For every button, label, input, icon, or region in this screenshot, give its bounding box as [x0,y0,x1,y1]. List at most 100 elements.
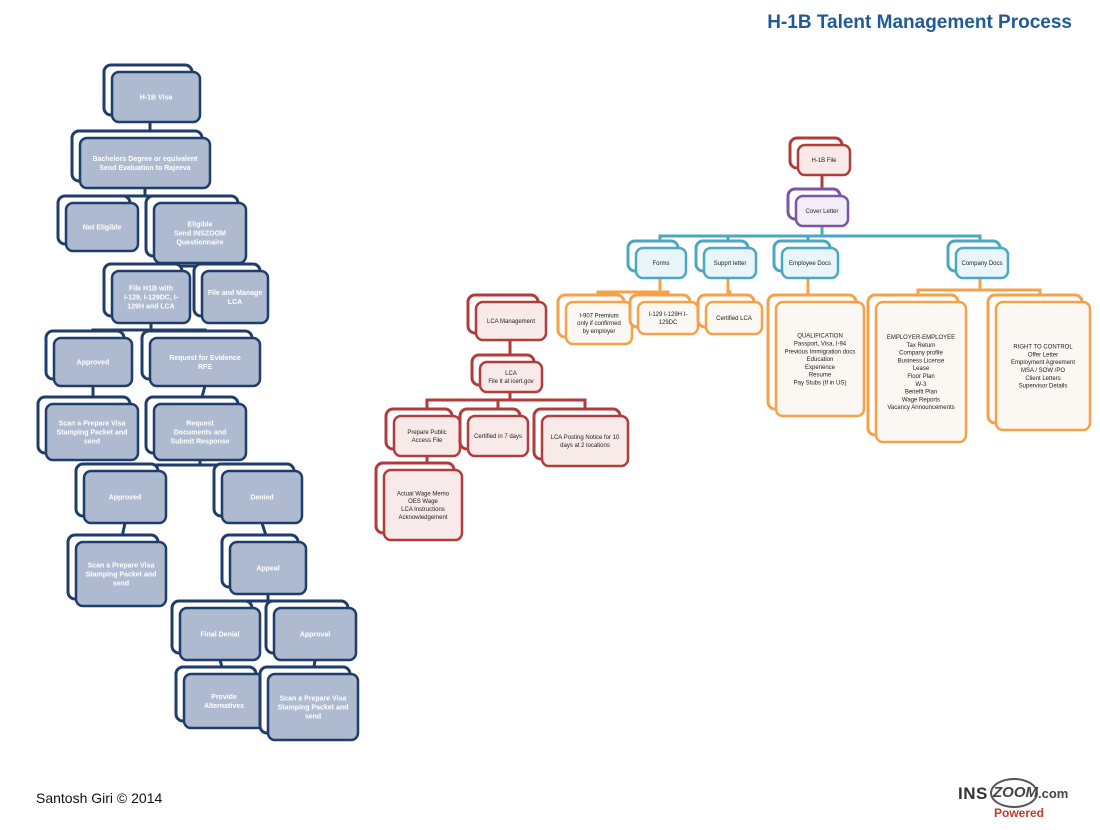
node-label-line: 129H and LCA [127,304,174,311]
node-label: Appeal [256,565,279,572]
node-label-line: Submit Response [170,439,229,446]
node-face [82,469,168,525]
node-face [78,136,212,190]
node-label-line: Wage Reports [902,397,940,403]
node-label: Denied [250,494,273,501]
node-face [52,336,134,388]
node-label-line: Documents and [174,429,227,436]
node-label-line: Experience [805,365,836,371]
node-label-line: send [84,439,100,446]
node-label: I-129 I-129H I-129DC [649,312,688,326]
node-f4: Supprt letter [694,239,758,280]
node-face [382,468,464,542]
node-label-line: send [113,581,129,588]
node-label-line: Provide [211,694,237,701]
node-f9: Certified LCA [696,293,764,336]
node-f2: Cover Letter [786,187,850,228]
node-label-line: Approved [77,359,110,366]
node-label-line: Send INSZOOM [174,230,226,237]
node-label-line: Approved [109,494,142,501]
node-f1: H-1B File [788,136,852,177]
node-face [74,540,168,608]
node-face [178,606,262,662]
node-face [634,246,688,280]
node-face [110,70,202,124]
node-label: Not Eligible [83,224,122,231]
node-label-line: Forms [653,261,670,267]
logo-ring-icon [990,778,1038,808]
node-label: Company Docs [961,261,1002,267]
logo-powered: Powered [994,806,1045,820]
node-face [478,360,544,394]
node-label-line: Certified in 7 days [474,434,522,440]
node-label-line: Offer Letter [1028,352,1058,358]
page-title: H-1B Talent Management Process [767,12,1072,33]
node-label-line: LCA [505,371,517,377]
node-label-line: Send Evaluation to Rajeeva [99,165,191,172]
node-label-line: Appeal [256,565,279,572]
node-label-line: Scan a Prepare Visa [88,562,155,569]
node-label-line: Certified LCA [716,316,752,322]
node-b16: Approval [264,599,358,662]
node-label-line: Floor Plan [907,374,934,380]
node-face [220,469,304,525]
node-label-line: only if confirmed [577,321,621,327]
logo-com: .com [1038,786,1069,801]
node-label-line: RFE [198,364,212,371]
node-label: H-1B File [811,158,837,164]
node-label: Employee Docs [789,261,831,267]
node-face [780,246,840,280]
node-label-line: Final Denial [200,631,239,638]
node-face [994,300,1092,432]
node-b7: Approved [44,329,134,388]
node-f3: Forms [626,239,688,280]
node-label-line: I-129, I-129DC, I- [124,294,179,301]
node-face [228,540,308,596]
node-label: Approved [77,359,110,366]
node-label-line: Acknowledgement [398,515,447,521]
node-face [774,300,866,418]
node-label-line: Supervisor Details [1019,384,1068,390]
node-label-line: Alternatives [204,703,244,710]
node-label-line: H-1B Visa [140,94,173,101]
node-face [272,606,358,662]
node-face [200,269,270,325]
node-l1: LCA Management [466,293,548,342]
node-label-line: Access File [412,438,443,444]
node-label-line: Supprt letter [714,261,747,267]
node-label-line: Prepare Public [407,430,446,436]
node-label-line: Client Letters [1025,376,1060,382]
node-face [794,194,850,228]
node-label-line: Pay Stubs (If in US) [794,381,847,387]
node-b3: Not Eligible [56,194,140,253]
node-label-line: OES Wage [408,499,438,505]
node-label-line: Passport, Visa, I-94 [794,342,847,348]
node-face [702,246,758,280]
node-label-line: Cover Letter [805,209,838,215]
node-label: Approval [300,631,330,638]
node-label: Forms [653,261,670,267]
node-label: LCA Management [487,319,535,325]
footer-copyright: Santosh Giri © 2014 [36,790,163,806]
node-label-line: Company Docs [961,261,1002,267]
node-label-line: Scan a Prepare Visa [59,420,126,427]
node-label-line: Bachelors Degree or equivalent [92,156,198,163]
